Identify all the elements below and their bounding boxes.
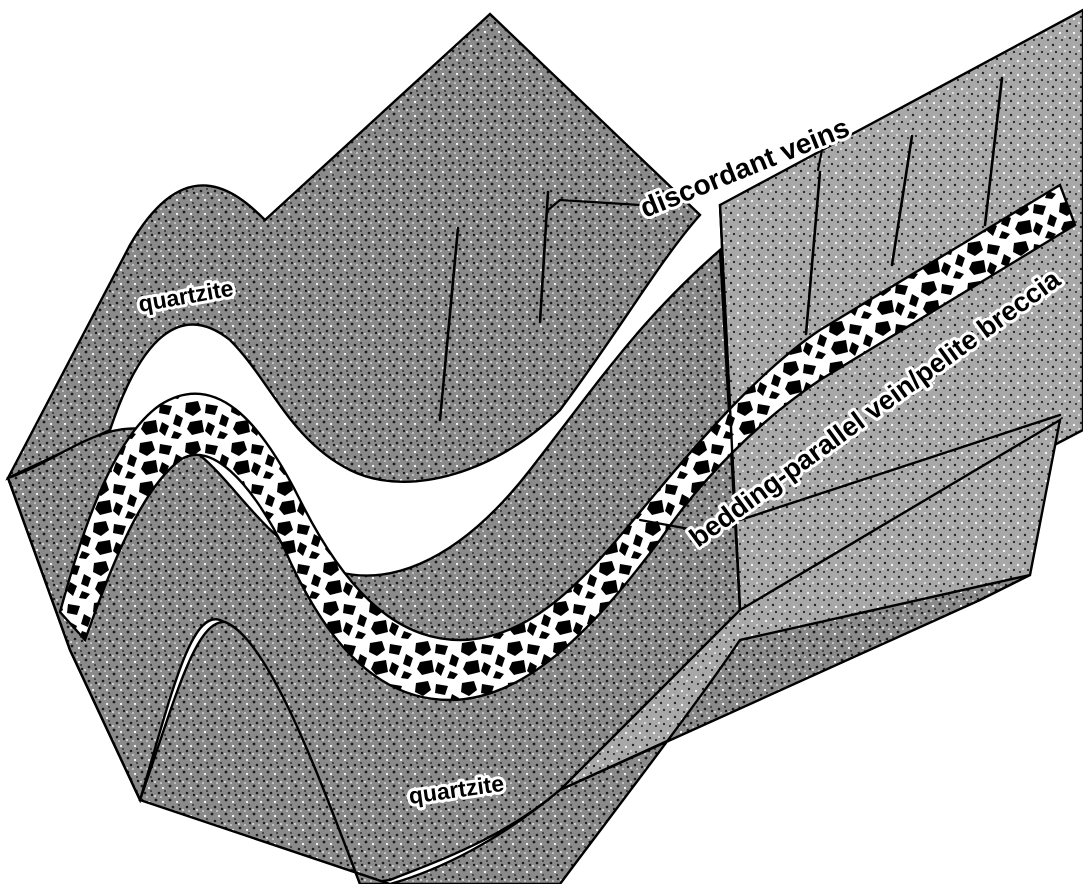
fold-block-diagram: quartzite quartzite quartzite quartzite … [0, 0, 1083, 884]
